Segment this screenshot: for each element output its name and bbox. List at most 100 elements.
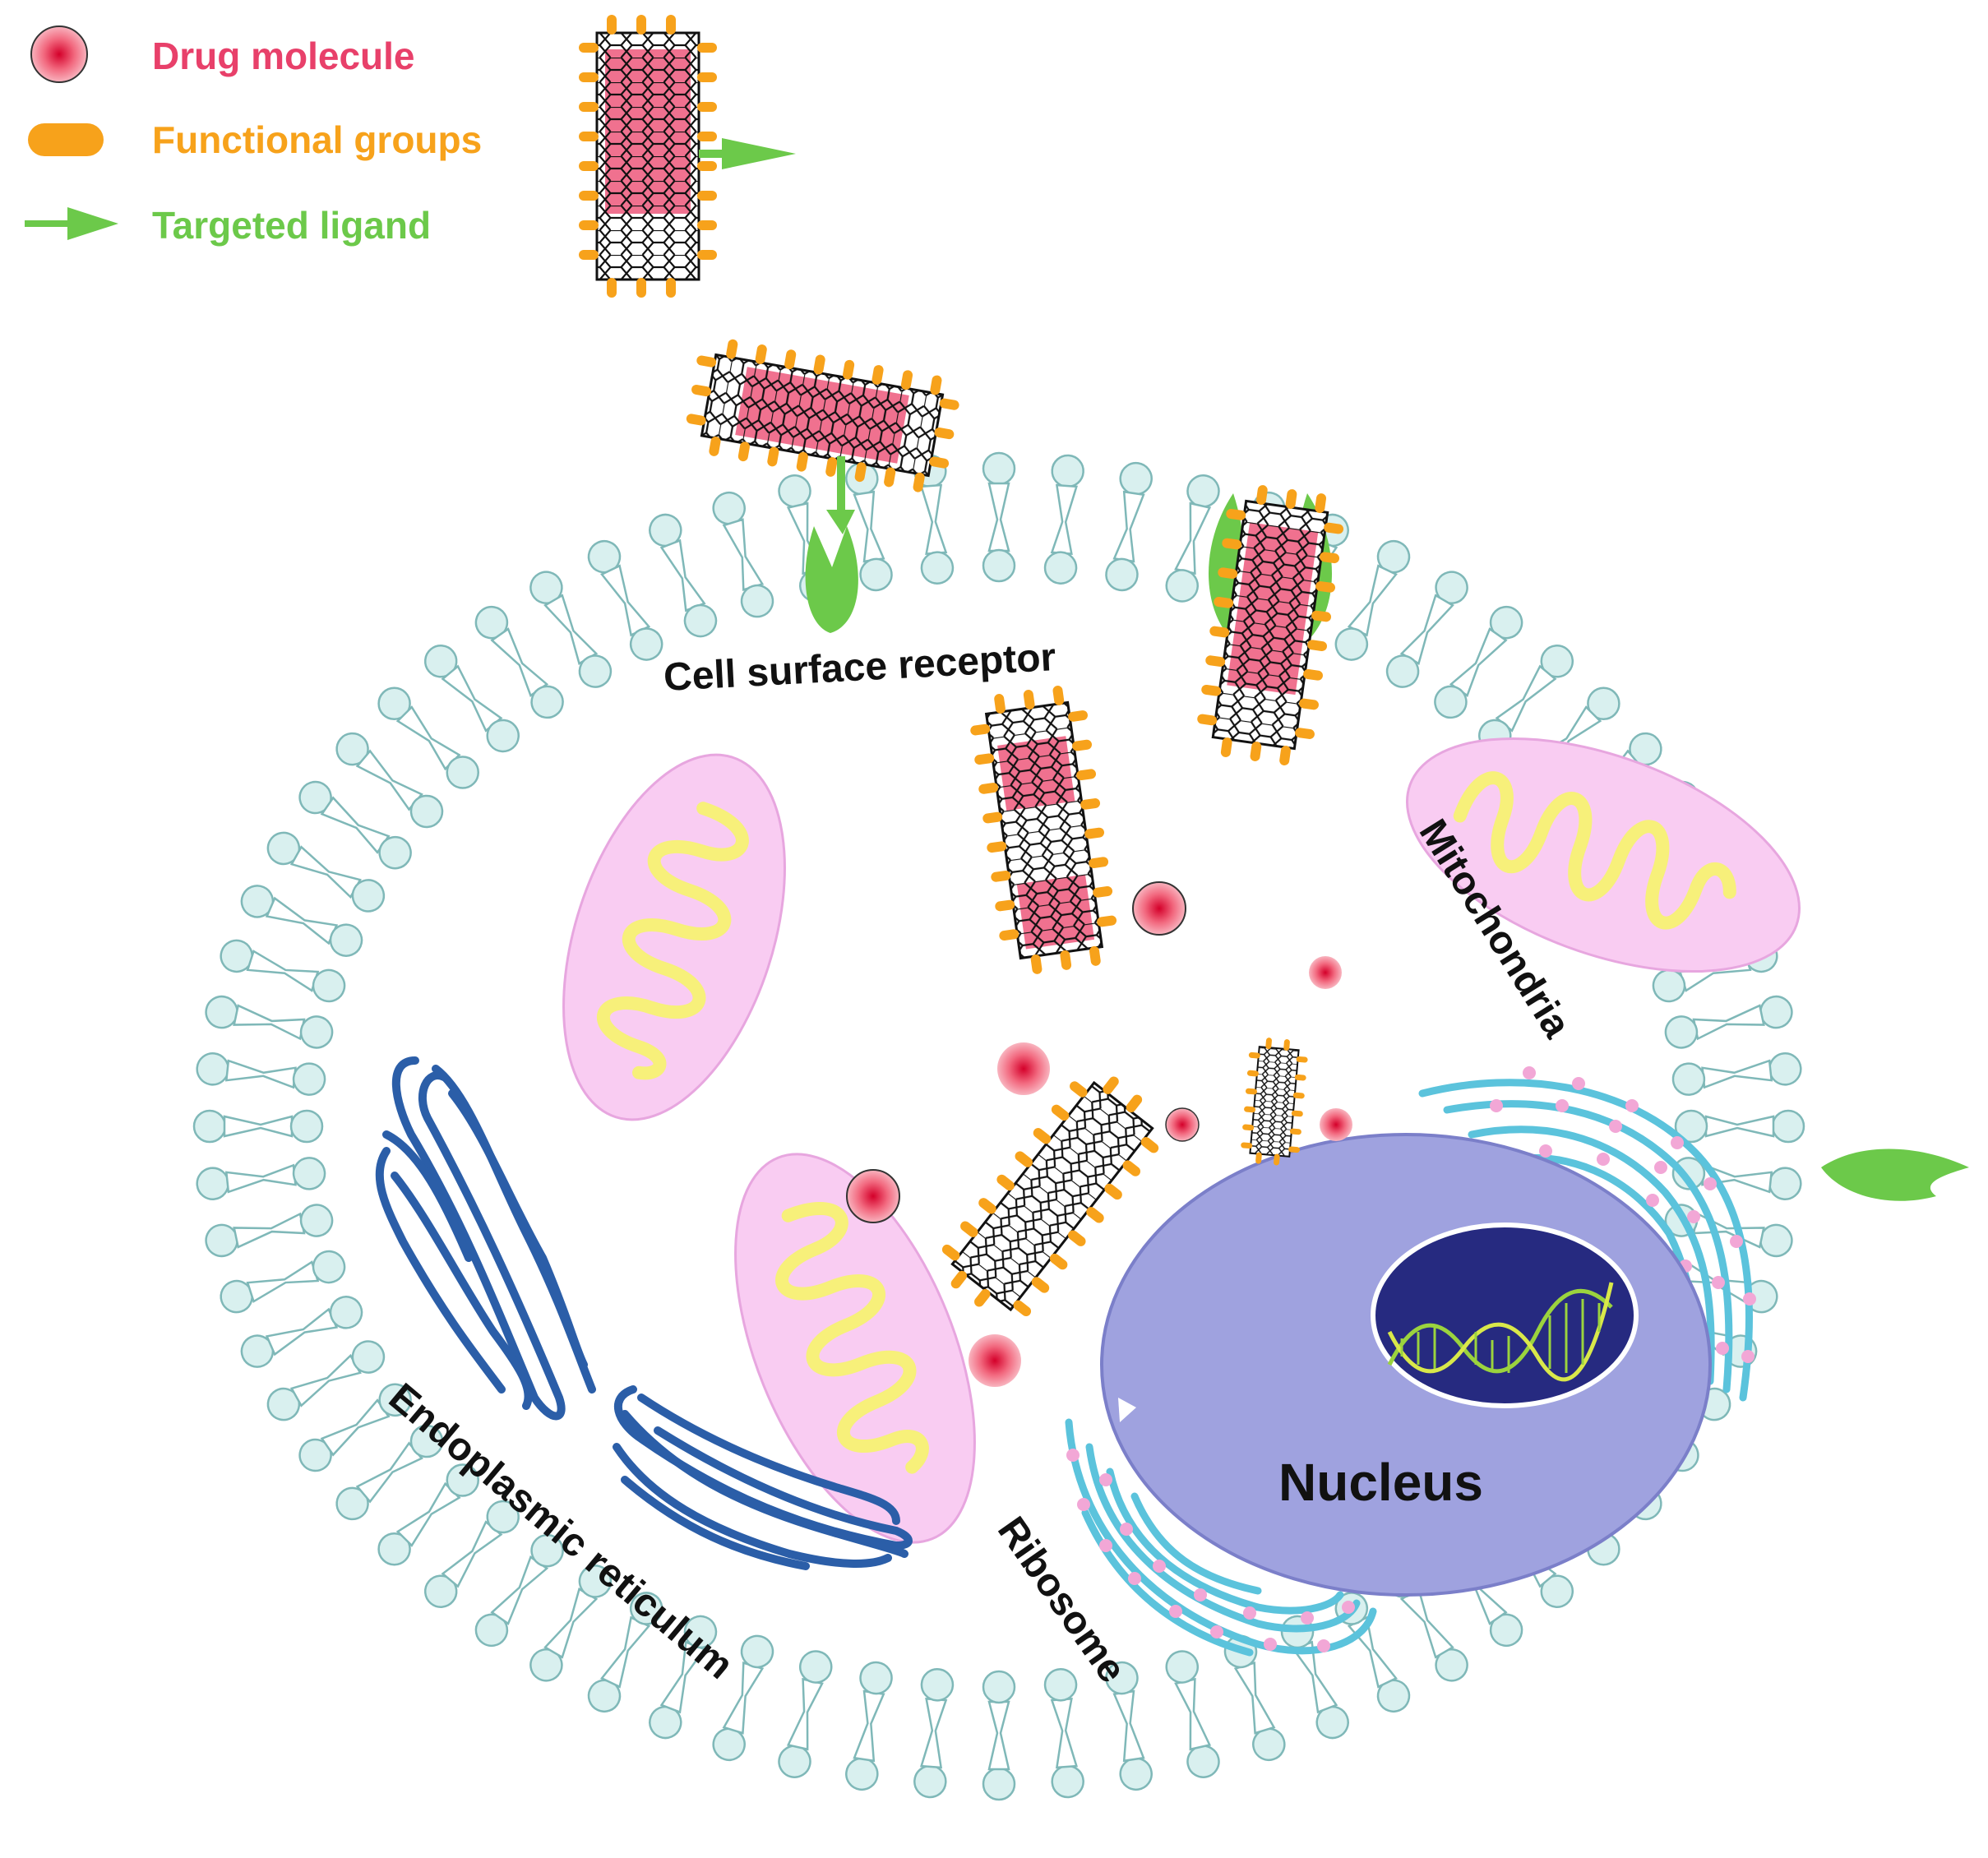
functional-group [697,220,717,230]
legend-drug-label: Drug molecule [152,35,415,77]
functional-group [994,694,1006,714]
functional-group [1084,827,1105,839]
functional-group [813,354,825,375]
mitochondrion-bottom [734,1153,976,1544]
functional-group [929,456,950,469]
functional-group [1049,1253,1068,1270]
ribosome-dot [1099,1473,1112,1486]
functional-group [1311,610,1332,622]
functional-group [1089,945,1101,966]
functional-group [1023,690,1035,709]
ribosome-dot [1646,1194,1659,1207]
endoplasmic-reticulum-left [375,1056,596,1421]
functional-group [1103,1076,1119,1094]
lipid-molecule [215,935,350,1007]
functional-group [1285,489,1297,510]
functional-group [579,72,599,82]
ribosome-dot [1194,1588,1207,1601]
lipid-molecule [194,1051,328,1098]
lipid-molecule [194,1155,328,1202]
mitochondrion-left [562,753,786,1121]
functional-group [1104,1183,1122,1200]
functional-group [1296,1056,1308,1063]
cell-membrane [192,451,1969,1801]
functional-group [666,15,676,35]
drug-molecule [969,1334,1021,1387]
ribosome-bottom-dots [1066,1449,1355,1652]
legend-targeted-ligand: Targeted ligand [25,204,431,247]
functional-group [1324,522,1344,534]
functional-group [579,161,599,171]
functional-group [1222,538,1242,550]
functional-group [978,783,999,794]
nanotube-releasing [970,686,1117,974]
ribosome-dot [1077,1498,1090,1511]
functional-group [1291,1110,1303,1117]
mitochondrion-right [1406,737,1801,973]
functional-group [884,467,896,488]
functional-group [1320,552,1340,564]
functional-group [726,339,738,359]
lipid-molecule [524,565,618,694]
lipid-molecule [644,509,722,642]
lipid-molecule [1329,534,1416,667]
functional-group [579,250,599,260]
functional-group [999,929,1019,941]
ribosome-dot [1687,1210,1700,1223]
functional-group [1140,1137,1159,1153]
functional-group-icon [28,123,104,156]
ribosome-dot [1730,1235,1743,1248]
ribosome-dot [1609,1120,1622,1133]
functional-group [579,43,599,53]
functional-group [1205,655,1226,667]
functional-group [950,1270,968,1289]
functional-group [1201,684,1222,696]
nucleolus [1371,1222,1639,1408]
functional-group [825,456,838,477]
functional-group [1315,581,1336,593]
functional-group [982,811,1003,824]
functional-group [1292,1092,1305,1099]
lipid-molecule [201,1200,336,1260]
functional-group [1093,885,1113,898]
ribosome-dot [1120,1523,1133,1536]
functional-group [737,441,750,462]
lipid-molecule [201,992,336,1052]
nanotube-empty [941,1076,1159,1316]
ribosome-dot [1243,1606,1256,1620]
functional-group [934,428,955,440]
targeted-ligand-icon [25,207,118,240]
functional-group [697,250,717,260]
legend-functional-groups: Functional groups [28,118,482,161]
functional-group [697,132,717,141]
ribosome-dot [1741,1350,1755,1363]
functional-group [1197,714,1218,726]
lipid-molecule [192,1109,324,1144]
lipid-molecule [1043,1666,1086,1800]
membrane-receptor-icon [1821,1149,1969,1201]
functional-group [1068,710,1088,722]
functional-group [1265,1038,1272,1050]
drug-molecule [1309,956,1342,989]
functional-group [1256,485,1268,505]
functional-group [1242,1124,1255,1131]
functional-group [579,220,599,230]
legend-drug-molecule: Drug molecule [30,25,415,83]
cell-surface-receptor-label: Cell surface receptor [663,636,1057,700]
functional-group [970,723,991,736]
functional-group [1068,1230,1086,1246]
nucleus [1100,1133,1712,1597]
functional-group [941,1244,960,1261]
functional-group [1013,1300,1032,1316]
functional-group [1031,1277,1050,1293]
functional-group [1274,1153,1280,1166]
functional-group [1307,640,1327,652]
functional-group [1283,1039,1290,1051]
functional-group [1246,1070,1259,1077]
functional-group [930,375,942,395]
ribosome-dot [1342,1601,1355,1614]
functional-group [697,102,717,112]
ribosome-dot [1153,1560,1166,1573]
functional-group [1051,1104,1070,1121]
